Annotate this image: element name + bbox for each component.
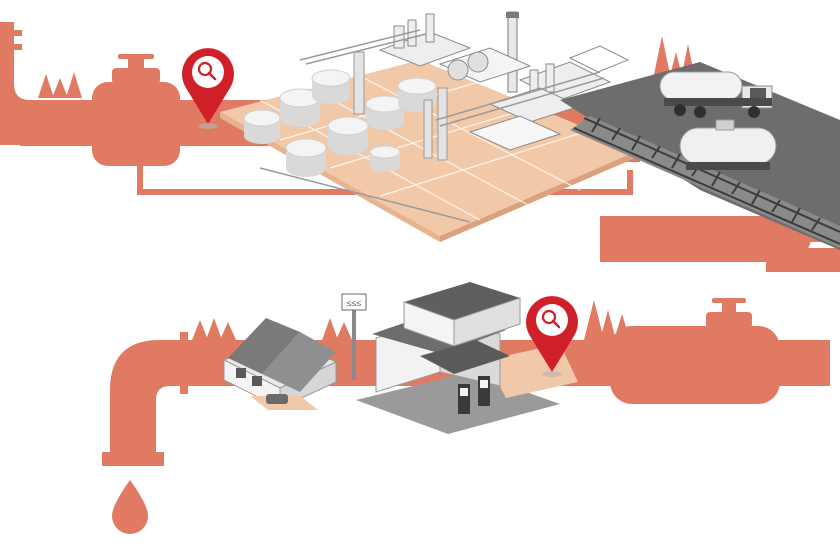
location-pin-refinery[interactable] [182,48,234,129]
droplet-icon [112,480,148,534]
tree-icon [322,318,338,340]
magnifier-icon [197,61,213,77]
tower [423,99,433,159]
flange [180,332,188,394]
gas-station: ≤≤≤ [341,282,578,434]
tree-icon [600,310,616,340]
refinery-pad-edge-2 [440,150,640,242]
price-sign [341,293,367,311]
refinery-pad-edge [220,112,440,242]
lower-trees [192,300,630,340]
magnifier-icon [541,309,557,325]
house-roof [228,318,300,374]
tree-icon [206,318,222,340]
pump-valve-stem [128,56,144,70]
pipe-lower-down [110,430,156,456]
tree-icon [52,78,68,98]
tank [369,145,401,172]
store-roof [404,282,520,320]
price-sign-text: ≤≤≤ [347,298,362,308]
tree-icon [220,322,236,340]
tree-icon [38,74,54,98]
tank [327,116,369,155]
pump-lower-neck [706,312,752,328]
pipe-lower-mouth [102,452,164,466]
tower [353,51,365,115]
car [266,394,288,404]
refinery [220,11,640,242]
tank [285,138,327,177]
pump-valve-handle [118,54,154,59]
tank [365,95,405,130]
location-pin-station[interactable] [526,296,578,377]
process-units [378,13,630,151]
tank [311,69,351,104]
tree-icon [66,72,82,98]
sign-pole [352,300,356,380]
rail-track [570,116,840,248]
tree-icon [614,314,630,340]
chimney [507,11,518,93]
pipe-left-stub [0,22,14,62]
transport-zone [560,62,840,250]
tank [243,109,281,144]
house [222,318,338,410]
storage-tanks [243,69,437,177]
pump-lower-body [610,326,780,404]
distillation-towers [353,11,519,161]
canopy [420,340,510,374]
tanker-truck [659,71,773,118]
pump-body [92,82,180,166]
tree-icon [336,322,352,340]
chimney-cap [506,12,519,18]
pump-neck [112,68,160,84]
rail-tank-car [679,119,777,170]
pump-lower-handle [712,298,746,303]
pipe-racks [259,29,605,223]
tree-icon [584,300,604,340]
pipe-lower-elbow [110,340,170,440]
pump-lower-stem [722,300,736,314]
pipe-left-flange [0,44,22,50]
tree-icon [192,320,208,340]
pipe-left-flange-2 [0,30,22,36]
tank [279,88,321,127]
pipe-right-lower [766,248,840,272]
